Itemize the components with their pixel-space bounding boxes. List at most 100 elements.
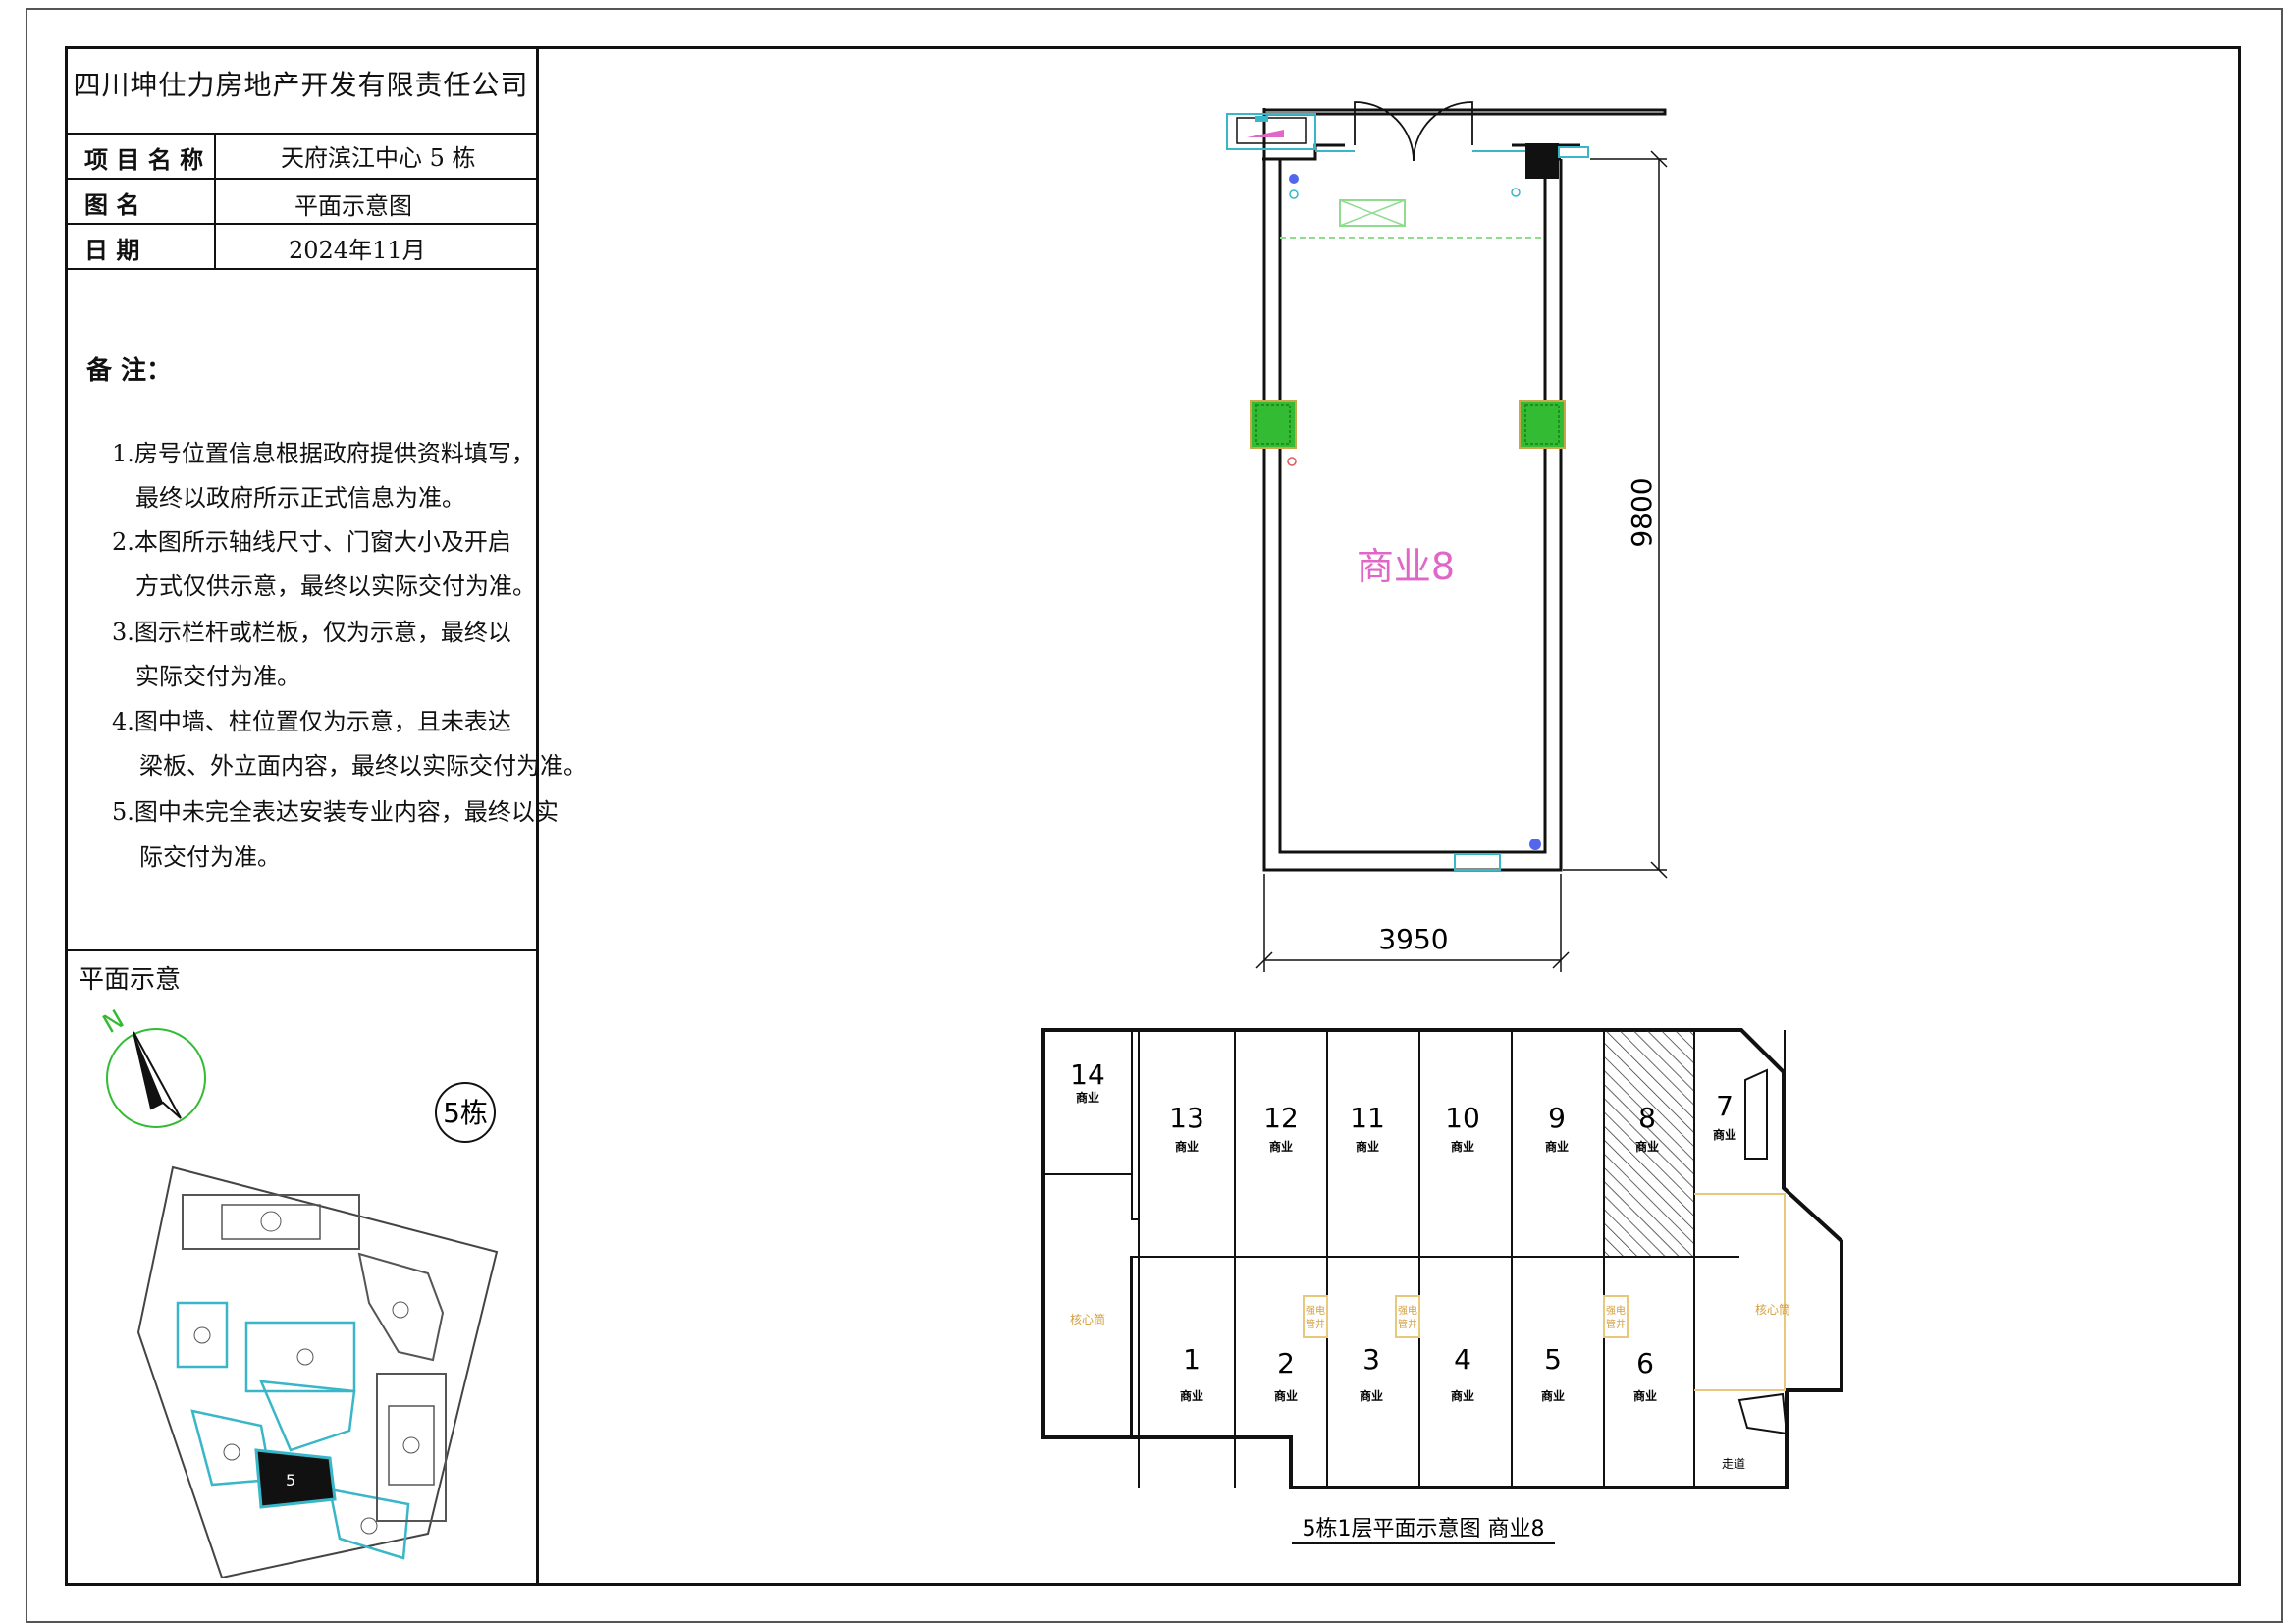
site-plan-title: 平面示意 bbox=[79, 965, 182, 995]
unit-type: 商业 bbox=[1175, 1139, 1199, 1154]
unit-number: 7 bbox=[1716, 1090, 1734, 1122]
dimension-width bbox=[1255, 874, 1570, 972]
unit-type: 商业 bbox=[1356, 1139, 1379, 1154]
unit-8-highlight bbox=[1603, 1029, 1695, 1258]
svg-text:管井: 管井 bbox=[1606, 1318, 1626, 1330]
company-name: 四川坤仕力房地产开发有限责任公司 bbox=[73, 69, 529, 101]
building-block bbox=[182, 1194, 360, 1250]
project-value: 天府滨江中心 5 栋 bbox=[281, 144, 476, 172]
fixture-dot bbox=[1289, 174, 1299, 184]
building-tag: 5栋 bbox=[435, 1082, 496, 1143]
unit-number: 5 bbox=[1544, 1343, 1562, 1376]
unit-type: 商业 bbox=[1360, 1388, 1383, 1403]
divider bbox=[65, 178, 537, 180]
note-line: 际交付为准。 bbox=[139, 843, 281, 871]
note-line: 实际交付为准。 bbox=[135, 663, 300, 690]
site-plan-map: N 5栋 5 bbox=[98, 1004, 499, 1578]
window-box bbox=[1226, 113, 1316, 150]
corridor-label: 走道 bbox=[1722, 1457, 1745, 1471]
key-plan-caption: 5栋1层平面示意图 商业8 bbox=[1303, 1517, 1545, 1542]
outer-wall bbox=[1262, 159, 1563, 872]
building-block bbox=[259, 1380, 356, 1452]
dimension-height-label: 9800 bbox=[1626, 477, 1658, 547]
shaft-label: 强电 bbox=[1606, 1304, 1626, 1317]
building-tag-text: 5栋 bbox=[443, 1097, 488, 1129]
building-marker bbox=[392, 1301, 409, 1319]
unit-type: 商业 bbox=[1076, 1090, 1099, 1105]
drawing-frame bbox=[65, 46, 2241, 1586]
project-label: 项 目 名 称 bbox=[84, 145, 204, 174]
unit-number: 1 bbox=[1183, 1343, 1201, 1376]
unit-number: 13 bbox=[1169, 1102, 1204, 1134]
unit-number: 12 bbox=[1263, 1102, 1299, 1134]
note-line: 1.房号位置信息根据政府提供资料填写， bbox=[112, 440, 535, 467]
notes-title: 备 注： bbox=[86, 356, 173, 386]
unit-type: 商业 bbox=[1269, 1139, 1293, 1154]
unit-type: 商业 bbox=[1451, 1388, 1474, 1403]
unit-type: 商业 bbox=[1545, 1139, 1569, 1154]
shaft bbox=[1303, 1295, 1328, 1338]
building-marker bbox=[193, 1326, 211, 1344]
key-plan: 强电 管井 强电 管井 强电 管井 核心筒 核心筒 走道 14 13 12 11… bbox=[1041, 1028, 1843, 1544]
fixture-dot bbox=[1529, 839, 1541, 850]
unit-type: 商业 bbox=[1633, 1388, 1657, 1403]
floor-outline bbox=[1041, 1028, 1843, 1489]
unit-type: 商业 bbox=[1180, 1388, 1203, 1403]
unit-number: 14 bbox=[1070, 1058, 1105, 1091]
building-marker bbox=[296, 1348, 314, 1366]
building-block bbox=[328, 1488, 410, 1560]
divider bbox=[65, 949, 537, 951]
building-5-highlight: 5 bbox=[254, 1448, 337, 1509]
building-marker bbox=[223, 1443, 240, 1461]
unit-type: 商业 bbox=[1274, 1388, 1298, 1403]
column bbox=[1525, 143, 1559, 179]
note-line: 3.图示栏杆或栏板，仅为示意，最终以 bbox=[112, 619, 511, 646]
core-label-right: 核心筒 bbox=[1755, 1302, 1790, 1317]
note-line: 5.图中未完全表达安装专业内容，最终以实 bbox=[112, 798, 559, 826]
dimension-width-label: 3950 bbox=[1378, 923, 1448, 955]
inner-wall bbox=[1278, 159, 1547, 854]
drawing-value: 平面示意图 bbox=[294, 192, 412, 220]
note-line: 4.图中墙、柱位置仅为示意，且未表达 bbox=[112, 708, 511, 735]
unit-number: 6 bbox=[1636, 1347, 1654, 1380]
unit-type: 商业 bbox=[1713, 1127, 1736, 1142]
unit-number: 4 bbox=[1454, 1343, 1471, 1376]
unit-number: 8 bbox=[1638, 1102, 1656, 1134]
shaft-label: 强电 bbox=[1398, 1304, 1417, 1317]
north-arrow-icon: N bbox=[98, 1004, 206, 1128]
unit-number: 11 bbox=[1350, 1102, 1385, 1134]
divider bbox=[65, 133, 537, 135]
shaft bbox=[1395, 1295, 1420, 1338]
unit-number: 9 bbox=[1548, 1102, 1566, 1134]
divider bbox=[65, 223, 537, 225]
outer-border bbox=[26, 8, 2283, 1623]
drawing-label: 图 名 bbox=[84, 190, 140, 219]
unit-type: 商业 bbox=[1635, 1139, 1659, 1154]
unit-type: 商业 bbox=[1541, 1388, 1565, 1403]
unit-number: 2 bbox=[1277, 1347, 1295, 1380]
right-core bbox=[1694, 1193, 1786, 1391]
unit-label: 商业8 bbox=[1357, 545, 1455, 588]
building-block bbox=[357, 1252, 445, 1362]
date-label: 日 期 bbox=[84, 236, 140, 264]
core-label-left: 核心筒 bbox=[1070, 1312, 1105, 1326]
note-line: 方式仅供示意，最终以实际交付为准。 bbox=[135, 572, 536, 600]
divider bbox=[65, 268, 537, 270]
dimension-height bbox=[1563, 150, 1668, 879]
north-label: N bbox=[98, 1004, 130, 1040]
title-block: 四川坤仕力房地产开发有限责任公司 项 目 名 称 天府滨江中心 5 栋 图 名 … bbox=[65, 46, 587, 1586]
building-block bbox=[176, 1301, 229, 1369]
ac-unit bbox=[1339, 199, 1406, 227]
svg-text:管井: 管井 bbox=[1306, 1318, 1325, 1330]
unit-number: 3 bbox=[1362, 1343, 1380, 1376]
column-left bbox=[1250, 400, 1297, 449]
bottom-window bbox=[1454, 853, 1501, 871]
shaft bbox=[1603, 1295, 1629, 1338]
date-value: 2024年11月 bbox=[289, 237, 426, 264]
double-door bbox=[1354, 101, 1473, 162]
unit-floor-plan: 9800 3950 商业8 bbox=[1226, 101, 1668, 972]
building-block bbox=[244, 1321, 356, 1393]
unit-number: 10 bbox=[1445, 1102, 1480, 1134]
building-marker bbox=[360, 1517, 378, 1535]
building-5-number: 5 bbox=[286, 1471, 295, 1489]
